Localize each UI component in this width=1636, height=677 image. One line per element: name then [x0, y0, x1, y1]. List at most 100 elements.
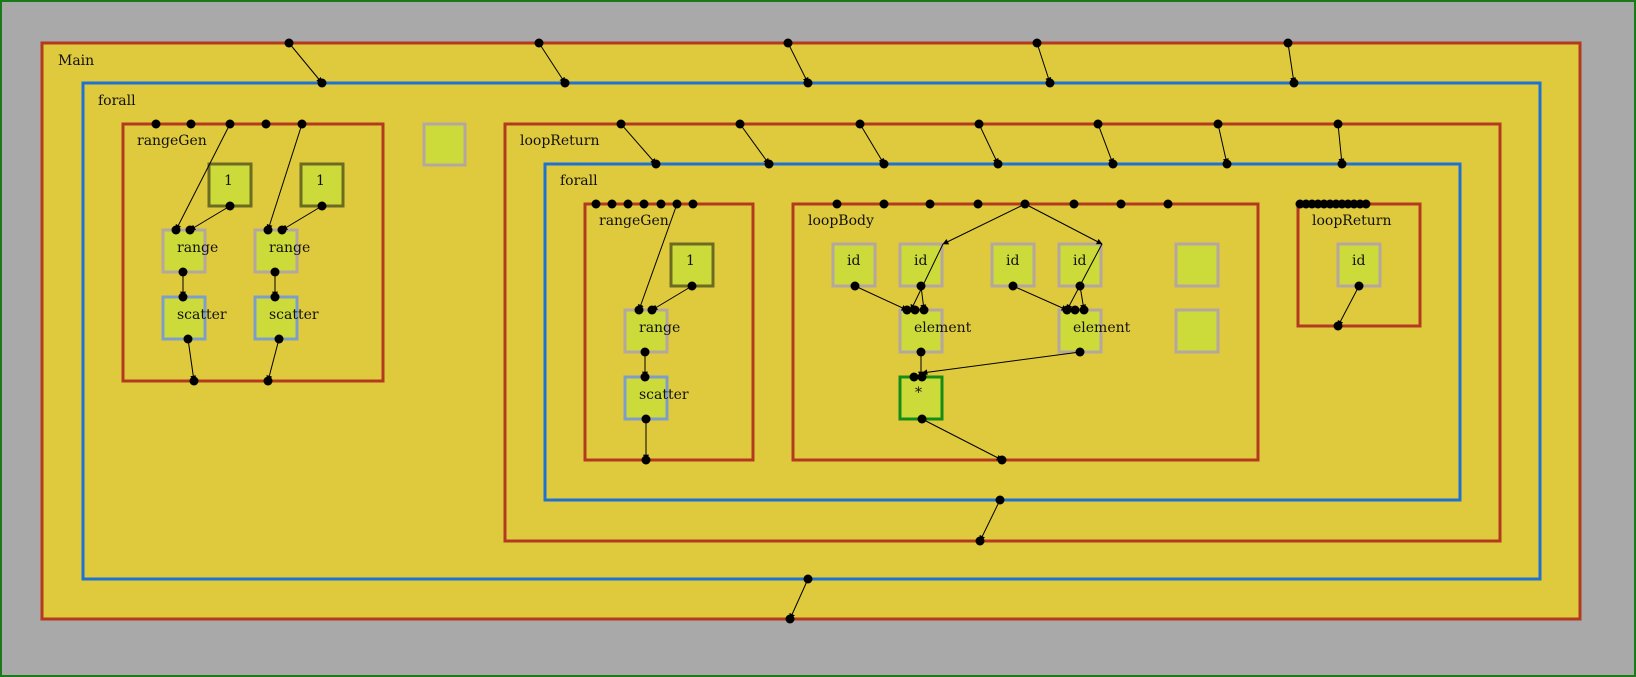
port-dot[interactable]	[178, 267, 188, 277]
port-dot[interactable]	[641, 414, 651, 424]
port-dot[interactable]	[1283, 38, 1293, 48]
port-dot[interactable]	[277, 225, 287, 235]
port-dot[interactable]	[274, 334, 284, 344]
port-dot[interactable]	[647, 305, 657, 315]
port-dot[interactable]	[1333, 321, 1343, 331]
loopreturn-outer-block[interactable]: loopReturn	[503, 122, 1502, 543]
port-dot[interactable]	[261, 119, 271, 129]
port-dot[interactable]	[186, 119, 196, 129]
scatter-node[interactable]: scatter	[623, 375, 689, 421]
port-dot[interactable]	[297, 119, 307, 129]
literal-node[interactable]: 1	[669, 242, 715, 288]
element-node[interactable]: element	[1057, 308, 1131, 354]
id-node[interactable]: id	[1336, 242, 1382, 288]
port-dot[interactable]	[1045, 78, 1055, 88]
port-dot[interactable]	[925, 199, 935, 209]
port-dot[interactable]	[284, 38, 294, 48]
port-dot[interactable]	[270, 292, 280, 302]
port-dot[interactable]	[1222, 159, 1232, 169]
port-dot[interactable]	[1032, 38, 1042, 48]
port-dot[interactable]	[151, 119, 161, 129]
port-dot[interactable]	[189, 376, 199, 386]
port-dot[interactable]	[997, 455, 1007, 465]
port-dot[interactable]	[1069, 199, 1079, 209]
port-dot[interactable]	[1333, 119, 1343, 129]
port-dot[interactable]	[1020, 199, 1030, 209]
port-dot[interactable]	[1289, 78, 1299, 88]
port-dot[interactable]	[1354, 281, 1364, 291]
port-dot[interactable]	[591, 199, 601, 209]
port-dot[interactable]	[995, 495, 1005, 505]
port-dot[interactable]	[225, 119, 235, 129]
port-dot[interactable]	[1093, 119, 1103, 129]
port-dot[interactable]	[879, 199, 889, 209]
port-dot[interactable]	[616, 119, 626, 129]
port-dot[interactable]	[185, 225, 195, 235]
port-dot[interactable]	[560, 78, 570, 88]
port-dot[interactable]	[902, 305, 912, 315]
port-dot[interactable]	[640, 347, 650, 357]
port-dot[interactable]	[317, 201, 327, 211]
port-dot[interactable]	[764, 159, 774, 169]
scatter-node[interactable]: scatter	[253, 295, 319, 341]
port-dot[interactable]	[973, 199, 983, 209]
port-dot[interactable]	[317, 78, 327, 88]
port-dot[interactable]	[855, 119, 865, 129]
port-dot[interactable]	[1075, 281, 1085, 291]
port-dot[interactable]	[879, 159, 889, 169]
empty-node[interactable]	[1174, 308, 1220, 354]
port-dot[interactable]	[534, 38, 544, 48]
port-dot[interactable]	[270, 267, 280, 277]
port-dot[interactable]	[1008, 281, 1018, 291]
port-dot[interactable]	[640, 372, 650, 382]
port-dot[interactable]	[919, 305, 929, 315]
range-node[interactable]: range	[253, 228, 310, 274]
port-dot[interactable]	[1163, 199, 1173, 209]
port-dot[interactable]	[688, 199, 698, 209]
port-dot[interactable]	[183, 334, 193, 344]
id-node[interactable]: id	[990, 242, 1036, 288]
port-dot[interactable]	[783, 38, 793, 48]
empty-node-top[interactable]	[422, 122, 467, 167]
port-dot[interactable]	[1062, 305, 1072, 315]
port-dot[interactable]	[634, 305, 644, 315]
port-dot[interactable]	[672, 199, 682, 209]
port-dot[interactable]	[909, 372, 919, 382]
port-dot[interactable]	[735, 119, 745, 129]
port-dot[interactable]	[1079, 305, 1089, 315]
port-dot[interactable]	[785, 614, 795, 624]
port-dot[interactable]	[850, 281, 860, 291]
port-dot[interactable]	[641, 455, 651, 465]
port-dot[interactable]	[651, 159, 661, 169]
id-node[interactable]: id	[831, 242, 877, 288]
port-dot[interactable]	[832, 199, 842, 209]
port-dot[interactable]	[803, 78, 813, 88]
port-dot[interactable]	[1337, 159, 1347, 169]
port-dot[interactable]	[263, 376, 273, 386]
port-dot[interactable]	[656, 199, 666, 209]
id-node[interactable]: id	[898, 242, 944, 288]
port-dot[interactable]	[916, 347, 926, 357]
port-dot[interactable]	[687, 281, 697, 291]
port-dot[interactable]	[623, 199, 633, 209]
port-dot[interactable]	[975, 536, 985, 546]
port-dot[interactable]	[803, 574, 813, 584]
id-node[interactable]: id	[1057, 242, 1103, 288]
multiply-node[interactable]: *	[898, 375, 944, 421]
rangegen-inner-block[interactable]: rangeGen	[583, 202, 755, 462]
port-dot[interactable]	[1361, 199, 1371, 209]
port-dot[interactable]	[1108, 159, 1118, 169]
port-dot[interactable]	[910, 305, 920, 315]
empty-node[interactable]	[1174, 242, 1220, 288]
port-dot[interactable]	[225, 201, 235, 211]
port-dot[interactable]	[1070, 305, 1080, 315]
rangegen-outer-block[interactable]: rangeGen	[121, 122, 385, 383]
port-dot[interactable]	[263, 225, 273, 235]
range-node[interactable]: range	[161, 228, 218, 274]
literal-node[interactable]: 1	[299, 162, 345, 208]
port-dot[interactable]	[171, 225, 181, 235]
port-dot[interactable]	[639, 199, 649, 209]
port-dot[interactable]	[974, 119, 984, 129]
port-dot[interactable]	[1213, 119, 1223, 129]
port-dot[interactable]	[178, 292, 188, 302]
